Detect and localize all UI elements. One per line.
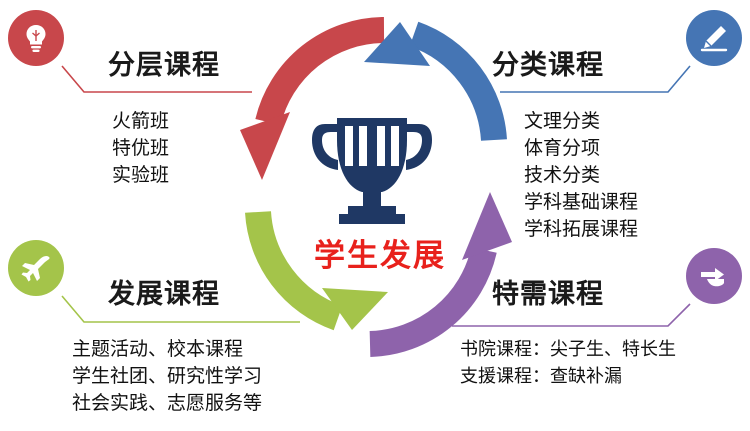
text-line: 学生社团、研究性学习 <box>72 366 263 387</box>
connector-top-right <box>500 65 691 93</box>
arrow-purple <box>369 192 512 357</box>
airplane-icon <box>21 255 50 282</box>
text-line: 学科基础课程 <box>524 192 639 213</box>
text-line: 书院课程：尖子生、特长生 <box>460 339 676 359</box>
text-line: 文理分类 <box>524 111 601 132</box>
text-classified: 文理分类 体育分项 技术分类 学科基础课程 学科拓展课程 <box>524 108 638 243</box>
heading-development: 发展课程 <box>108 279 220 309</box>
center-title: 学生发展 <box>314 238 446 273</box>
heading-layered: 分层课程 <box>108 50 220 80</box>
arrow-green <box>245 210 388 331</box>
connector-bottom-right <box>452 303 691 327</box>
fountain-pen-icon <box>700 26 728 52</box>
text-line: 主题活动、校本课程 <box>72 339 244 360</box>
text-line: 学科拓展课程 <box>524 219 639 240</box>
badge-layered <box>8 10 64 66</box>
badge-development <box>8 240 64 296</box>
text-line: 火箭班 <box>112 111 170 132</box>
heading-special: 特需课程 <box>492 279 604 309</box>
badge-classified <box>686 10 742 66</box>
text-line: 社会实践、志愿服务等 <box>72 393 263 414</box>
text-layered: 火箭班 特优班 实验班 <box>112 108 169 189</box>
text-special: 书院课程：尖子生、特长生 支援课程：查缺补漏 <box>460 336 676 390</box>
hand-pointer-icon <box>701 268 724 287</box>
text-line: 技术分类 <box>524 165 601 186</box>
text-line: 支援课程：查缺补漏 <box>460 366 622 386</box>
text-line: 体育分项 <box>524 138 601 159</box>
text-line: 实验班 <box>112 165 170 186</box>
connector-top-left <box>61 65 252 93</box>
trophy-icon <box>312 118 432 224</box>
arrow-blue <box>364 21 507 142</box>
arrow-red <box>240 17 385 180</box>
text-development: 主题活动、校本课程 学生社团、研究性学习 社会实践、志愿服务等 <box>72 336 262 417</box>
text-line: 特优班 <box>112 138 170 159</box>
connector-bottom-left <box>61 295 300 323</box>
heading-classified: 分类课程 <box>492 50 604 80</box>
lightbulb-icon <box>26 25 46 52</box>
badge-special <box>686 248 742 304</box>
